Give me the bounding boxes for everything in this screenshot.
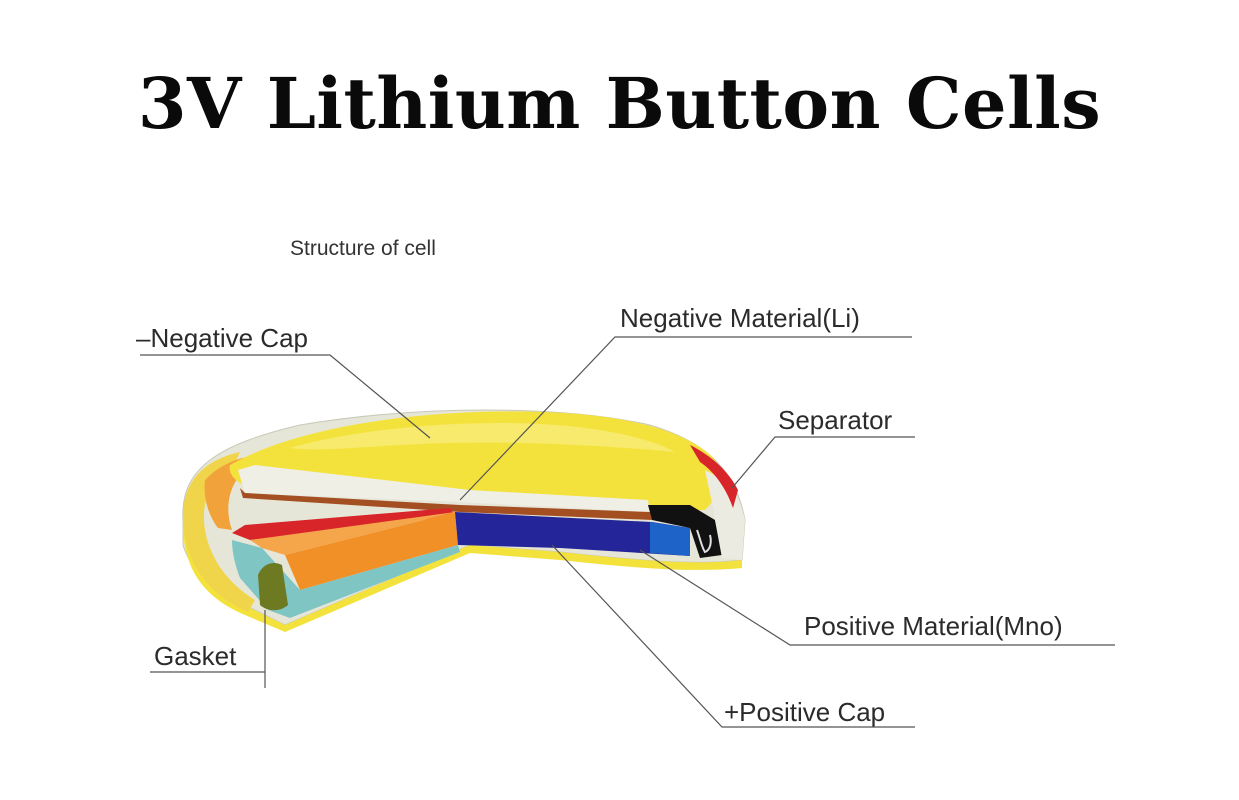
- orange-block: [285, 512, 458, 590]
- positive-material-edge: [650, 522, 690, 556]
- label-negative-material: Negative Material(Li): [620, 303, 860, 333]
- gasket-teal: [232, 540, 460, 618]
- cap-highlight: [290, 423, 675, 452]
- separator-strip-right: [690, 445, 738, 508]
- inner-orange-crescent: [204, 455, 265, 530]
- orange-block-top: [250, 512, 455, 555]
- leader-negative-cap: [140, 354, 431, 439]
- separator-strip-left: [232, 508, 455, 540]
- leader-positive-material: [639, 549, 1115, 646]
- page-title: 3V Lithium Button Cells: [137, 62, 1102, 145]
- label-positive-material: Positive Material(Mno): [804, 611, 1063, 641]
- leader-separator: [731, 436, 915, 489]
- diagram-subtitle: Structure of cell: [290, 237, 436, 260]
- label-negative-cap: –Negative Cap: [136, 323, 308, 353]
- gasket-core: [258, 563, 288, 611]
- label-gasket: Gasket: [154, 641, 237, 671]
- leader-negative-material: [459, 336, 912, 501]
- label-positive-cap: +Positive Cap: [724, 697, 886, 727]
- cell-edge-clamp: [648, 505, 722, 558]
- lithium-layer: [240, 488, 652, 520]
- shell-left-edge: [182, 452, 255, 612]
- positive-material-layer: [455, 512, 690, 556]
- leader-lines: [140, 336, 1115, 728]
- leader-positive-cap: [551, 544, 915, 728]
- shell-right-edge: [705, 470, 745, 560]
- inner-white-layer: [238, 465, 650, 512]
- clamp-highlight: [696, 529, 712, 554]
- label-separator: Separator: [778, 405, 893, 435]
